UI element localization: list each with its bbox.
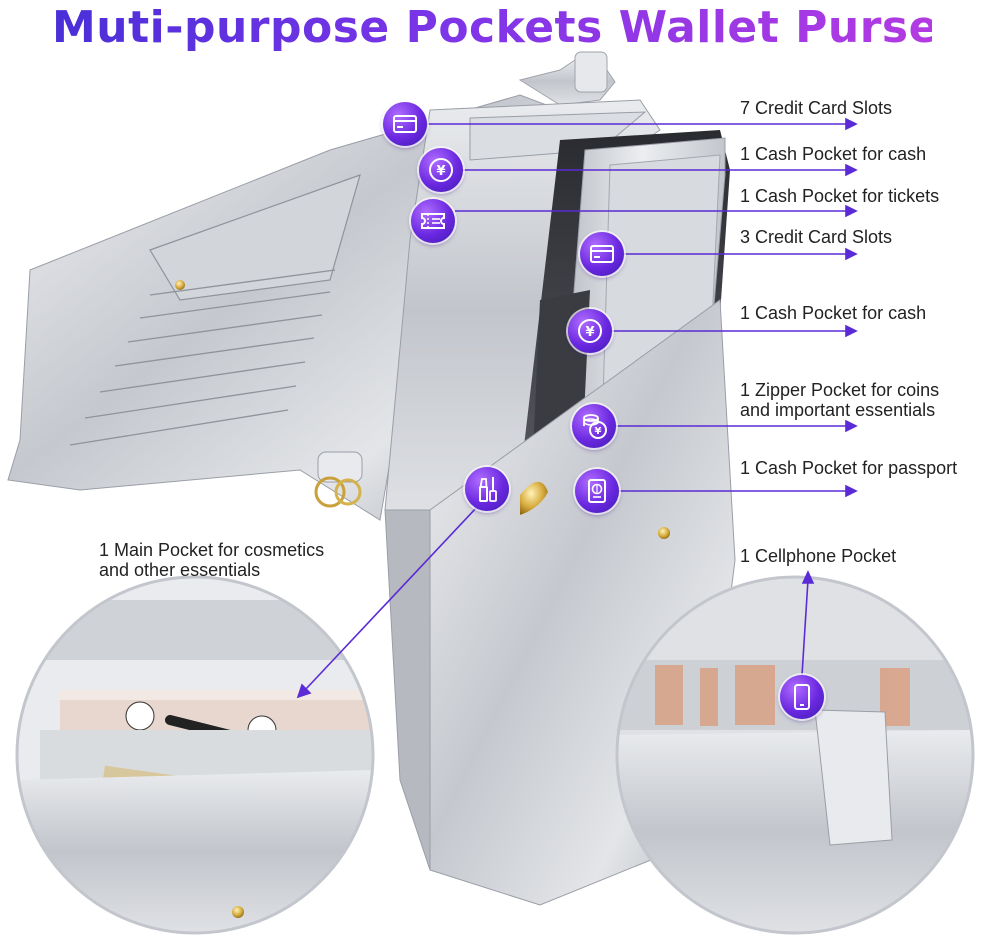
- svg-text:¥: ¥: [595, 426, 602, 437]
- svg-text:¥: ¥: [436, 164, 445, 179]
- credit-card-icon: [383, 102, 427, 146]
- callout-cash-pocket-cash-upper: 1 Cash Pocket for cash: [740, 144, 927, 164]
- coin-stack-icon: ¥: [572, 404, 616, 448]
- yen-coin-icon: ¥: [568, 309, 612, 353]
- yen-coin-icon: ¥: [419, 148, 463, 192]
- callout-3-credit-card-slots: 3 Credit Card Slots: [740, 227, 893, 247]
- callout-cellphone-pocket: 1 Cellphone Pocket: [740, 546, 897, 566]
- callout-main-pocket: 1 Main Pocket for cosmetics and other es…: [99, 540, 324, 580]
- svg-text:¥: ¥: [585, 325, 594, 340]
- callout-cash-pocket-cash-lower: 1 Cash Pocket for cash: [740, 303, 927, 323]
- passport-icon: [575, 469, 619, 513]
- callout-main-pocket-line1: 1 Main Pocket for cosmetics: [99, 540, 325, 560]
- callout-main-pocket-line2: and other essentials: [99, 560, 261, 580]
- cellphone-icon: [780, 675, 824, 719]
- callout-7-credit-card-slots: 7 Credit Card Slots: [740, 98, 893, 118]
- ticket-icon: [411, 199, 455, 243]
- page-title: Muti-purpose Pockets Wallet Purse: [52, 0, 938, 56]
- leader-lines: [296, 117, 858, 699]
- callout-zipper-pocket-line1: 1 Zipper Pocket for coins: [740, 380, 940, 400]
- cellphone-pocket-zoom: [615, 575, 975, 935]
- main-pocket-zoom: [15, 575, 375, 935]
- callout-zipper-pocket: 1 Zipper Pocket for coins and important …: [740, 380, 939, 420]
- callout-cash-pocket-tickets: 1 Cash Pocket for tickets: [740, 186, 940, 206]
- strap: [518, 51, 616, 106]
- credit-card-icon: [580, 232, 624, 276]
- callout-cash-pocket-passport: 1 Cash Pocket for passport: [740, 458, 958, 478]
- gold-hardware: [314, 451, 548, 515]
- callout-zipper-pocket-line2: and important essentials: [740, 400, 936, 420]
- cosmetics-icon: [465, 467, 509, 511]
